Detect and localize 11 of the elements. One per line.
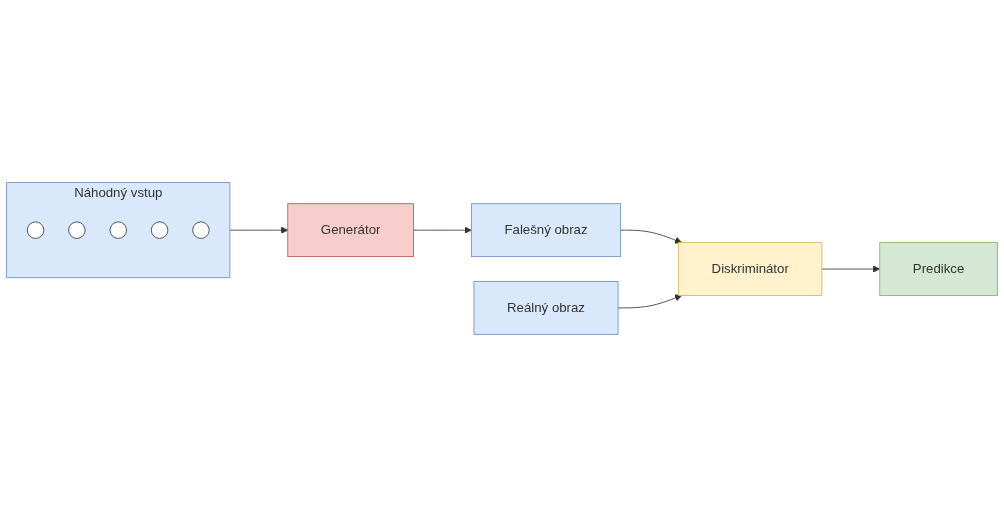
node-box: Predikce	[879, 241, 998, 296]
node-box: Generátor	[287, 202, 414, 257]
node-circle	[109, 221, 127, 239]
node-box: Reálný obraz	[473, 280, 619, 335]
node-circle	[150, 221, 169, 239]
node-circle	[192, 221, 210, 239]
node-box: Diskriminátor	[678, 241, 823, 296]
node-circle	[26, 221, 45, 239]
node-box: Falešný obraz	[470, 202, 622, 257]
node-circle	[68, 221, 86, 239]
cluster: Náhodný vstup	[6, 181, 231, 278]
